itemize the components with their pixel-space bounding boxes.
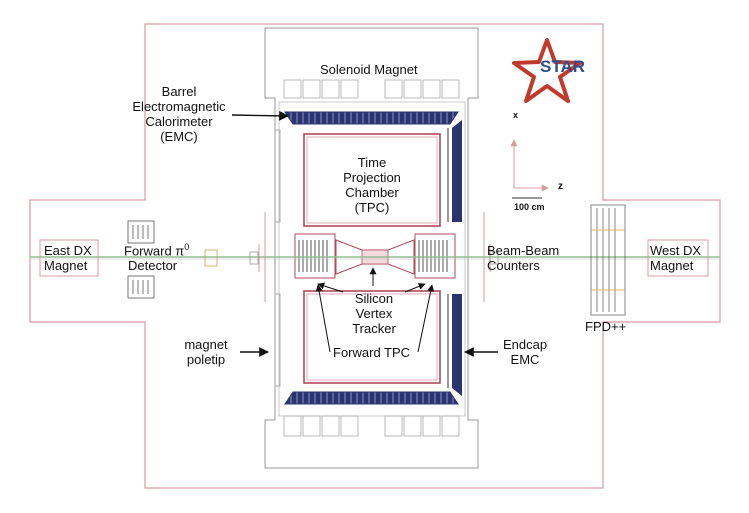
fpd-label: FPD++ (585, 319, 627, 334)
forward-tpc-east (414, 233, 456, 279)
solenoid-label: Solenoid Magnet (320, 62, 418, 77)
bemc-arrow (231, 110, 289, 121)
endcap-label: Endcap EMC (502, 337, 548, 367)
west-dx-label: West DX Magnet (650, 243, 702, 273)
forward-pi0-label: Forward π0 Detector (124, 242, 190, 274)
tpc-top (303, 133, 441, 227)
ftpc-arrow-right (417, 284, 435, 353)
solenoid-coils-bottom (283, 415, 460, 437)
star-logo-text: STAR (540, 57, 586, 76)
tpc-bottom (303, 290, 441, 384)
svt-arrow-right (404, 283, 426, 293)
barrel-emc-top (284, 111, 459, 125)
beam-beam-label: Beam-Beam Counters (487, 243, 560, 273)
tpc-label: Time Projection Chamber (TPC) (343, 155, 401, 215)
z-axis-label: z (558, 181, 563, 192)
poletip-label: magnet poletip (184, 337, 228, 367)
x-axis-label: x (513, 110, 519, 120)
hall-outline (29, 23, 721, 489)
west-dx-magnet (647, 239, 709, 277)
endcap-emc-bottom (452, 294, 462, 396)
scale-label: 100 cm (514, 202, 545, 212)
east-dx-magnet (39, 239, 99, 277)
endcap-emc-top (452, 120, 462, 222)
forward-tpc-label: Forward TPC (333, 345, 411, 360)
bemc-label: Barrel Electromagnetic Calorimeter (EMC) (132, 84, 226, 144)
east-dx-label: East DX Magnet (44, 243, 92, 273)
svt-label: Silicon Vertex Tracker (352, 291, 396, 336)
ftpc-arrow-left (315, 284, 331, 353)
barrel-emc-bottom (284, 391, 459, 405)
forward-tpc-west (294, 233, 336, 279)
magnet-yoke (264, 27, 479, 469)
solenoid-coils-top (283, 79, 460, 99)
fpd-module (590, 204, 626, 316)
forward-pi0-modules (127, 220, 218, 299)
star-logo-icon (512, 38, 582, 103)
